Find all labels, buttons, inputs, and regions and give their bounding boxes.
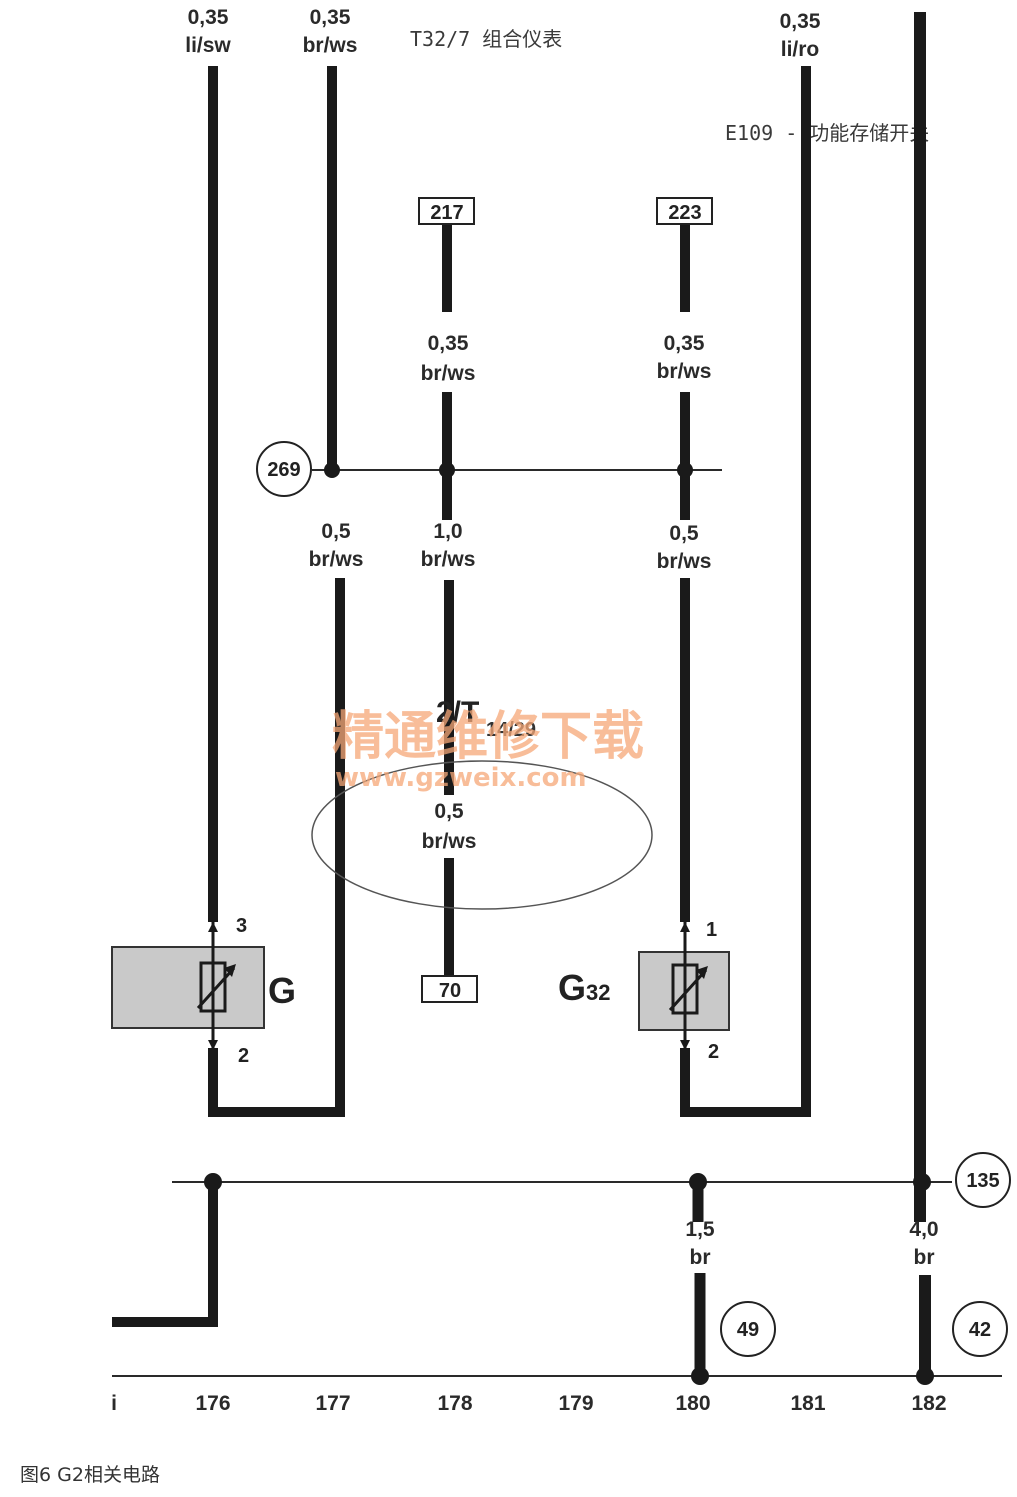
component-g32-arrow-head (696, 966, 708, 979)
ref-box-70-frame (421, 975, 478, 1003)
wire-g32-return (680, 66, 811, 1117)
circle-ref-42: 42 (952, 1301, 1008, 1357)
circle-ref-269: 269 (256, 441, 312, 497)
wire-178-upper-color: br/ws (421, 362, 476, 385)
component-g-arrow-head (224, 964, 236, 977)
ref-box-70: 70 (421, 975, 478, 1003)
junction-182-bus (913, 1173, 931, 1191)
junction-176-bus (204, 1173, 222, 1191)
wire-182-bottom-gauge: 4,0 (909, 1218, 938, 1241)
wire-176-ground (112, 1182, 218, 1327)
component-g-variable-arrow (196, 966, 236, 1010)
column-181: 181 (790, 1392, 825, 1415)
ref-box-217: 217 (418, 197, 475, 225)
component-g-name: G (268, 970, 296, 1011)
wire-182-bottom-color: br (914, 1246, 935, 1269)
figure-caption: 图6 G2相关电路 (20, 1464, 160, 1486)
wire-180-bottom-gauge: 1,5 (685, 1218, 715, 1241)
column-180: 180 (675, 1392, 710, 1415)
wires (112, 12, 931, 1376)
ref-box-223-frame (656, 197, 713, 225)
wire-180-bottom-color: br (690, 1246, 711, 1269)
wire-180-upper-gauge: 0,35 (664, 332, 705, 355)
wire-180-mid-gauge: 0,5 (669, 522, 699, 545)
ref-box-70-label: 70 (439, 980, 461, 1002)
wire-g-return (208, 1048, 345, 1117)
ref-box-223-label: 223 (668, 202, 701, 224)
overprint-small: 14/29 (486, 719, 536, 741)
highlight-ellipse (311, 760, 653, 910)
wire-178-mid-gauge: 1,0 (433, 520, 462, 543)
component-g32-subscript: 32 (586, 980, 610, 1005)
overprint-main: 2/T (436, 696, 479, 729)
junction-178 (439, 462, 455, 478)
column-182: 182 (911, 1392, 946, 1415)
column-177: 177 (315, 1392, 350, 1415)
watermark-url: www.gzweix.com (335, 763, 587, 793)
wire-177-top-gauge: 0,35 (310, 6, 351, 29)
circle-ref-49: 49 (720, 1301, 776, 1357)
wire-181-top-gauge: 0,35 (780, 10, 821, 33)
wire-176-top-color: li/sw (185, 34, 231, 57)
wire-177-mid-color: br/ws (309, 548, 364, 571)
component-g32-pin-bottom: 2 (708, 1041, 719, 1063)
component-g32-pin1-arrow (680, 922, 690, 932)
component-g32: 1 2 G 32 (558, 919, 730, 1063)
note-e109-memory-switch: E109 - 功能存储开关 (725, 121, 929, 145)
circle-ref-49-ring (720, 1301, 776, 1357)
ref-box-223: 223 (656, 197, 713, 225)
wire-178-upper-gauge: 0,35 (428, 332, 469, 355)
wire-178-mid-color: br/ws (421, 548, 476, 571)
component-g32-pin2-arrow (680, 1040, 690, 1050)
ref-box-217-frame (418, 197, 475, 225)
junction-180-ground (691, 1367, 709, 1385)
wire-180-upper-color: br/ws (657, 360, 712, 383)
component-g32-pin-top: 1 (706, 919, 717, 941)
bus-lines (112, 469, 1002, 1377)
wire-176-top-gauge: 0,35 (188, 6, 229, 29)
wire-labels: 0,35 li/sw 0,35 br/ws 0,35 li/ro 0,35 br… (185, 6, 938, 1269)
component-g32-resistor (671, 963, 699, 1015)
wire-180-mid-color: br/ws (657, 550, 712, 573)
junction-180 (677, 462, 693, 478)
component-g: 3 2 G (111, 915, 296, 1067)
circle-ref-42-ring (952, 1301, 1008, 1357)
junction-182-ground (916, 1367, 934, 1385)
wire-177-top-color: br/ws (303, 34, 358, 57)
component-g-body (111, 946, 265, 1029)
wire-177-mid-gauge: 0,5 (321, 520, 351, 543)
junctions (204, 462, 934, 1385)
component-g-pin-top: 3 (236, 915, 247, 937)
component-g-pin-bottom: 2 (238, 1045, 249, 1067)
circle-ref-42-label: 42 (969, 1319, 991, 1341)
component-g-pin3-arrow (208, 922, 218, 932)
component-g-pin2-arrow (208, 1040, 218, 1050)
ref-box-217-label: 217 (430, 202, 463, 224)
junction-177 (324, 462, 340, 478)
column-178: 178 (437, 1392, 472, 1415)
component-g32-name: G (558, 967, 586, 1008)
watermark-cn: 精通维修下载 (332, 707, 644, 767)
wire-181-top-color: li/ro (781, 38, 820, 61)
column-179: 179 (558, 1392, 593, 1415)
column-edge-mark: i (111, 1392, 117, 1415)
note-t32-instrument-cluster: T32/7 组合仪表 (410, 27, 562, 51)
column-176: 176 (195, 1392, 230, 1415)
wire-178-low-color: br/ws (422, 830, 477, 853)
circle-ref-135: 135 (955, 1152, 1011, 1208)
circle-ref-269-label: 269 (267, 459, 300, 481)
column-numbers: i 176 177 178 179 180 181 182 (111, 1392, 946, 1415)
component-g-resistor (199, 961, 227, 1013)
circle-ref-135-label: 135 (966, 1170, 999, 1192)
wire-178-low-gauge: 0,5 (434, 800, 464, 823)
component-g32-variable-arrow (668, 968, 708, 1012)
circle-ref-49-label: 49 (737, 1319, 759, 1341)
circle-ref-269-ring (256, 441, 312, 497)
junction-180-bus (689, 1173, 707, 1191)
circle-ref-135-ring (955, 1152, 1011, 1208)
